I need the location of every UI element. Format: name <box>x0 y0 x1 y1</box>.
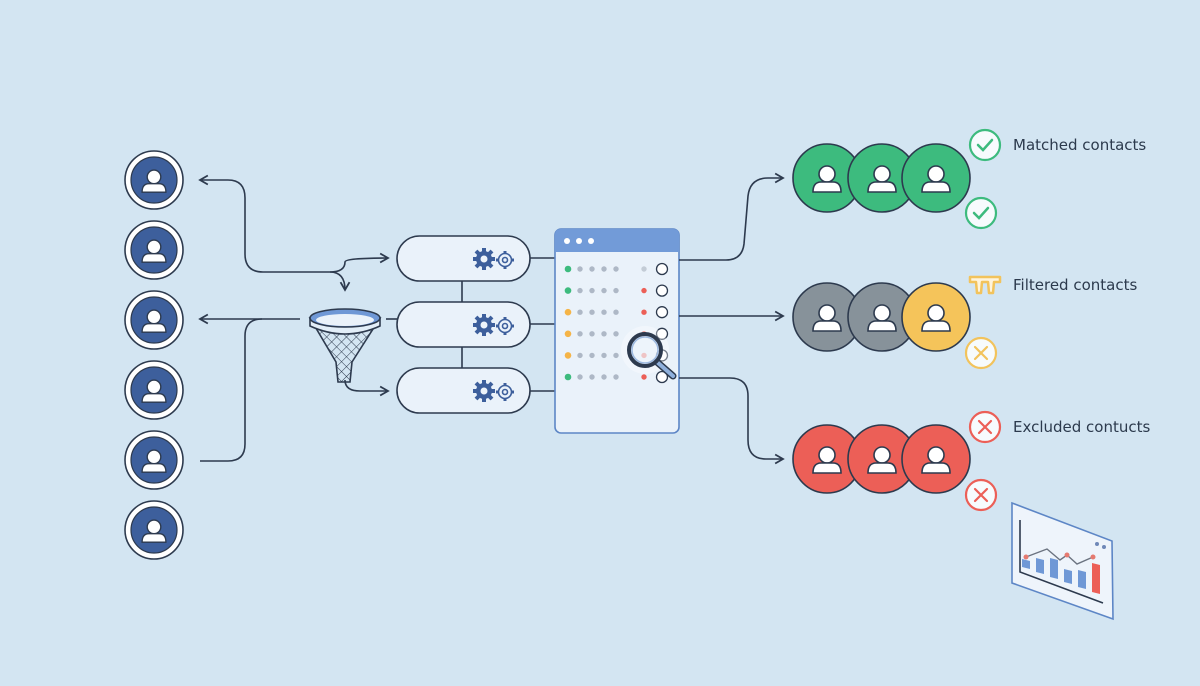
result-row <box>564 284 669 297</box>
output-group: Excluded contucts <box>792 410 1150 512</box>
source-connectors <box>198 174 390 462</box>
filter-icon <box>968 275 1002 295</box>
x-icon <box>964 478 998 512</box>
result-row <box>564 370 669 384</box>
rule-boxes <box>396 235 531 414</box>
result-row <box>564 262 669 276</box>
x-icon <box>964 336 998 370</box>
output-label: Excluded contucts <box>1013 418 1150 436</box>
results-panel <box>554 228 680 434</box>
rule-box <box>396 367 531 414</box>
output-group: Matched contacts <box>792 128 1146 230</box>
funnel-icon <box>308 308 382 383</box>
source-avatar <box>124 150 184 210</box>
source-avatar <box>124 220 184 280</box>
source-avatar <box>124 290 184 350</box>
rule-connectors <box>386 257 555 392</box>
contact-avatar <box>901 424 971 494</box>
source-avatar <box>124 360 184 420</box>
x-icon <box>968 410 1002 444</box>
result-row <box>564 306 669 319</box>
magnifier-icon <box>621 326 677 380</box>
rule-box <box>396 235 531 282</box>
source-avatar <box>124 500 184 560</box>
output-label: Filtered contacts <box>1013 276 1137 294</box>
check-icon <box>964 196 998 230</box>
output-label: Matched contacts <box>1013 136 1146 154</box>
check-icon <box>968 128 1002 162</box>
source-contacts <box>124 150 184 560</box>
source-avatar <box>124 430 184 490</box>
chart-card-icon <box>1011 501 1114 621</box>
contact-avatar <box>901 282 971 352</box>
contact-avatar <box>901 143 971 213</box>
output-group: Filtered contacts <box>792 275 1137 370</box>
output-connectors <box>679 172 785 465</box>
rule-box <box>396 301 531 348</box>
